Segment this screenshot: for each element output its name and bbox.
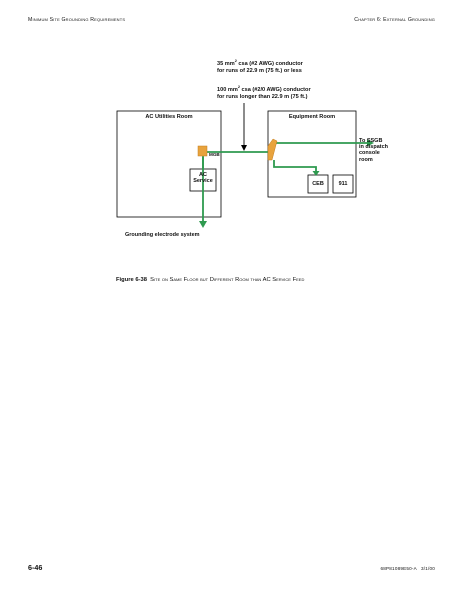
running-header-right: Chapter 6: External Grounding xyxy=(354,17,435,23)
ssgb-line2: in dispatch xyxy=(359,144,389,151)
box-911 xyxy=(332,174,354,194)
note2-size: 100 mm xyxy=(217,86,238,93)
arrowhead-ground xyxy=(199,221,207,228)
ac-utilities-room-box xyxy=(116,110,222,218)
ssgb-line3: console xyxy=(359,150,380,157)
conductor-to-ceb xyxy=(273,160,317,172)
equipment-room-title: Equipment Room xyxy=(288,114,336,120)
equipment-busbar xyxy=(267,138,278,161)
figure-number: Figure 6-38 xyxy=(116,277,147,283)
mgb-busbar xyxy=(197,145,208,157)
arrowhead-ssgb xyxy=(367,139,374,147)
ssgb-label: To SSGB in dispatch console room xyxy=(359,138,388,163)
label-911: 911 xyxy=(338,181,348,187)
ac-service-label: AC Service xyxy=(190,172,216,184)
ac-service-line2: Service xyxy=(193,178,213,185)
document-id: 68P81089E50-A 3/1/00 xyxy=(380,566,435,571)
note-pointer-arrowhead xyxy=(241,145,247,151)
note1-spec: csa (#2 AWG) conductor xyxy=(236,60,303,67)
page-number: 6-46 xyxy=(28,563,43,572)
green-conductors xyxy=(202,142,368,222)
arrowhead-ceb xyxy=(312,171,320,176)
note-100mm: 100 mm2 csa (#2/0 AWG) conductor for run… xyxy=(217,84,311,102)
ssgb-line4: room xyxy=(359,156,373,163)
ac-utilities-room-title: AC Utilities Room xyxy=(145,114,193,120)
grounding-electrode-label: Grounding electrode system xyxy=(125,232,200,238)
note2-spec: csa (#2/0 AWG) conductor xyxy=(239,86,311,93)
note1-detail: for runs of 22.9 m (75 ft.) or less xyxy=(217,68,302,75)
note1-sup: 2 xyxy=(234,59,237,63)
mgb-label: MGB xyxy=(209,152,220,157)
note2-detail: for runs longer than 22.9 m (75 ft.) xyxy=(217,94,308,101)
ceb-box xyxy=(307,174,329,194)
running-header-left: Minimum Site Grounding Requirements xyxy=(28,17,126,23)
note1-size: 35 mm xyxy=(217,60,235,67)
ac-service-line1: AC xyxy=(199,172,207,178)
figure-title: Site on Same Floor but Different Room th… xyxy=(150,277,305,283)
figure-caption: Figure 6-38 Site on Same Floor but Diffe… xyxy=(116,277,304,283)
note-35mm: 35 mm2 csa (#2 AWG) conductor for runs o… xyxy=(217,58,303,76)
ceb-label: CEB xyxy=(312,181,324,187)
ssgb-line1: To SSGB xyxy=(359,138,383,144)
note2-sup: 2 xyxy=(237,85,240,89)
